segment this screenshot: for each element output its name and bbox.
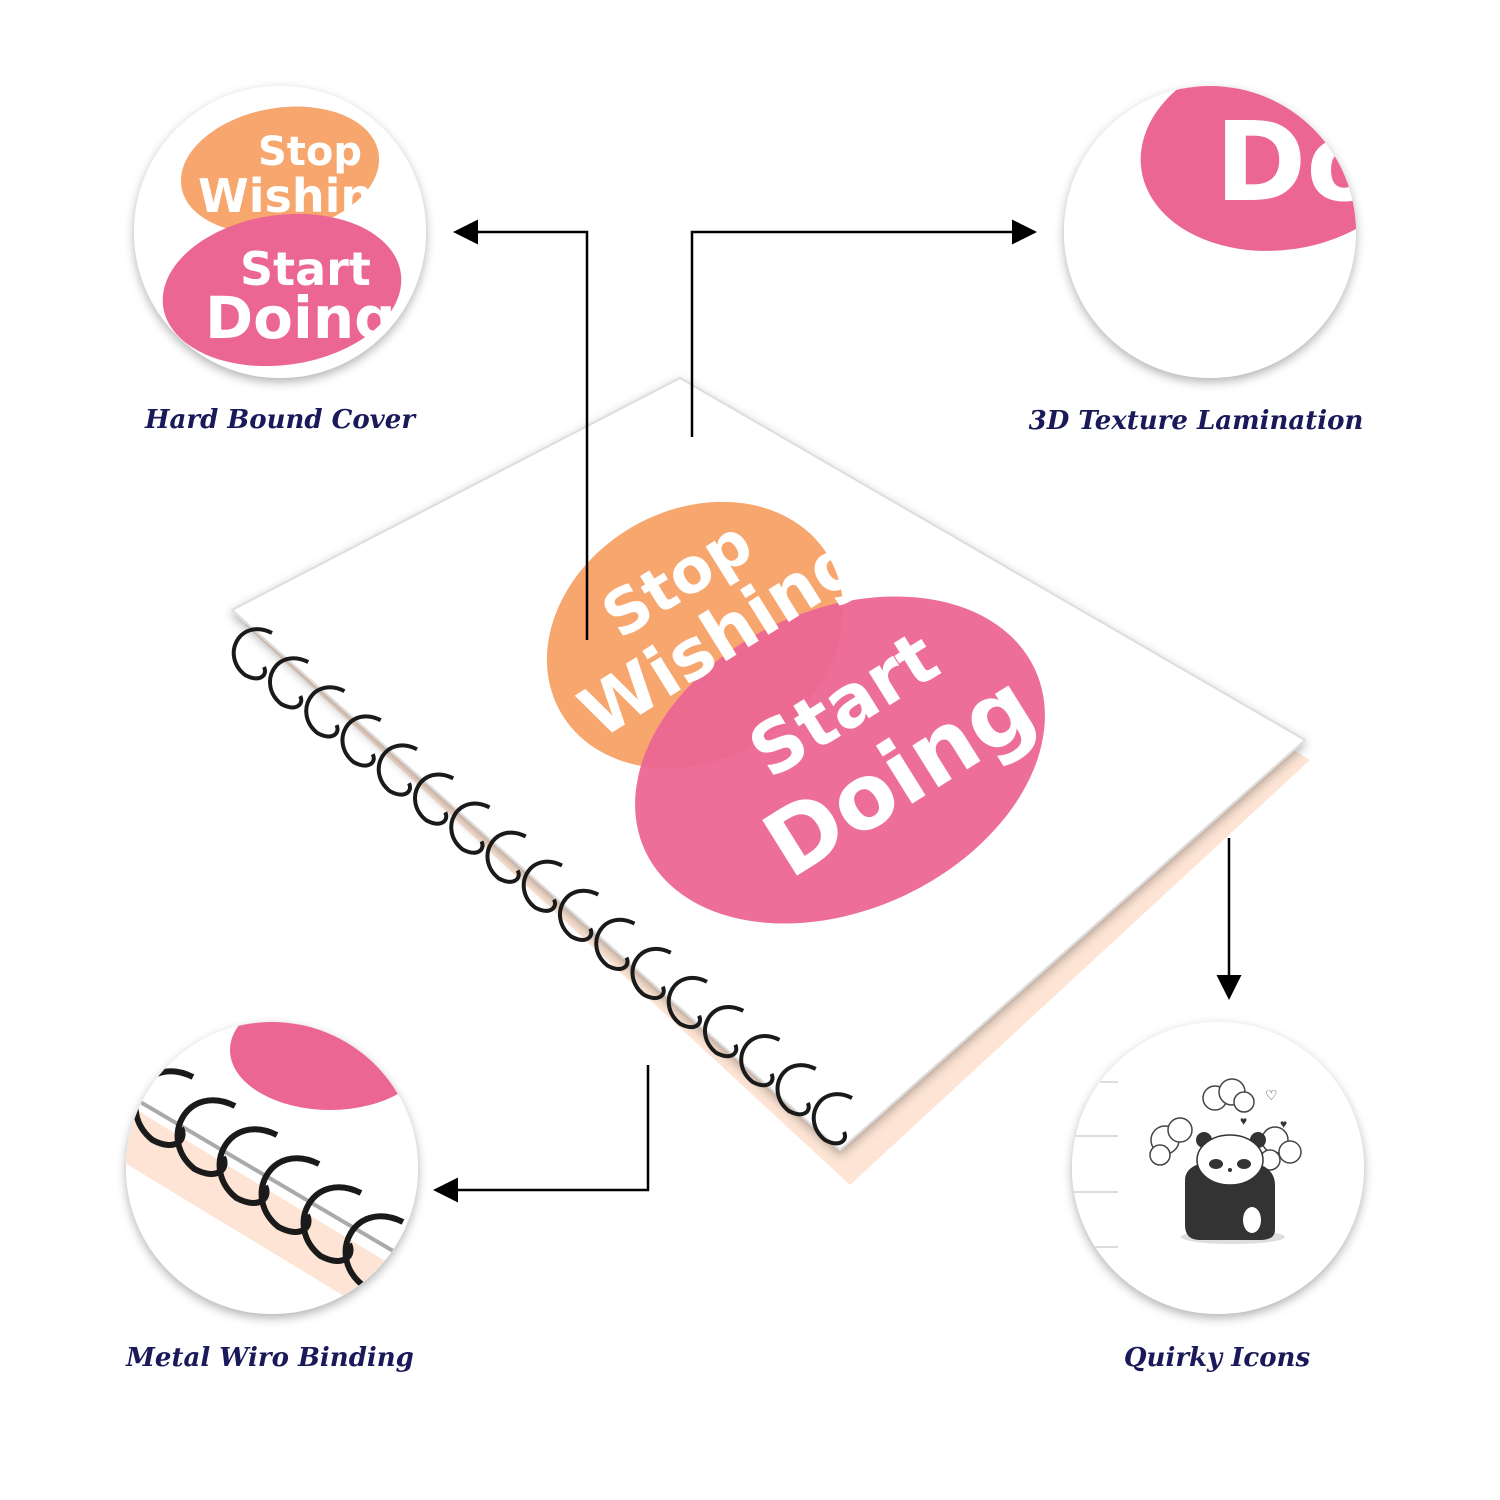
- wire-coil: [376, 743, 418, 797]
- zoom-circle-lamination: Do: [1064, 86, 1382, 378]
- wire-coil: [449, 801, 491, 855]
- wire-coil: [630, 946, 672, 1000]
- cover-artwork: Stop Wishing Start Doing: [546, 501, 1053, 924]
- wire-coil: [811, 1092, 853, 1146]
- wire-coil: [594, 917, 636, 971]
- feature-label-metal-wiro-binding: Metal Wiro Binding: [126, 1343, 414, 1373]
- arrow-wiro-binding: [433, 1065, 650, 1203]
- wire-coil: [521, 859, 563, 913]
- wire-coil: [703, 1005, 745, 1059]
- zoom-circle-hard-bound: Stop Wishing Start Doing: [134, 86, 426, 378]
- heart-icon: ♡: [1265, 1089, 1278, 1104]
- wire-coil: [231, 627, 273, 681]
- wire-coil: [775, 1063, 817, 1117]
- feature-label-quirky-icons: Quirky Icons: [1123, 1343, 1311, 1373]
- zoom-text-stop: Stop: [258, 129, 362, 175]
- notebook: Stop Wishing Start Doing: [231, 377, 1310, 1185]
- wire-coil: [485, 830, 527, 884]
- wire-coil: [268, 656, 310, 710]
- wire-coil: [666, 975, 708, 1029]
- wire-coil: [413, 772, 455, 826]
- zoom-text-doing: Doing: [205, 284, 396, 352]
- callout-arrows: [433, 219, 1242, 1203]
- heart-icon: ♥: [1240, 1114, 1247, 1128]
- wire-coil: [558, 888, 600, 942]
- wire-binding: [231, 627, 853, 1146]
- zoom-text-wishing: Wishing: [198, 169, 406, 223]
- heart-icon: ♥: [1280, 1117, 1287, 1131]
- wire-coil: [739, 1034, 781, 1088]
- zoom-text-do: Do: [1215, 98, 1382, 226]
- arrow-lamination: [690, 219, 1037, 437]
- arrow-hard-bound: [453, 219, 589, 640]
- pink-bubble: [635, 596, 1045, 924]
- zoom-circle-wiro-binding: [126, 1022, 418, 1314]
- zoom-circle-quirky-icons: ♡ ♥ ♥: [1072, 1022, 1364, 1314]
- wire-coil: [340, 714, 382, 768]
- wire-coil: [304, 685, 346, 739]
- zoom-text-start: Start: [240, 242, 371, 296]
- feature-label-hard-bound-cover: Hard Bound Cover: [144, 405, 416, 435]
- panda-icon: ♡ ♥ ♥: [1072, 1078, 1302, 1248]
- feature-label-3d-texture-lamination: 3D Texture Lamination: [1028, 406, 1364, 436]
